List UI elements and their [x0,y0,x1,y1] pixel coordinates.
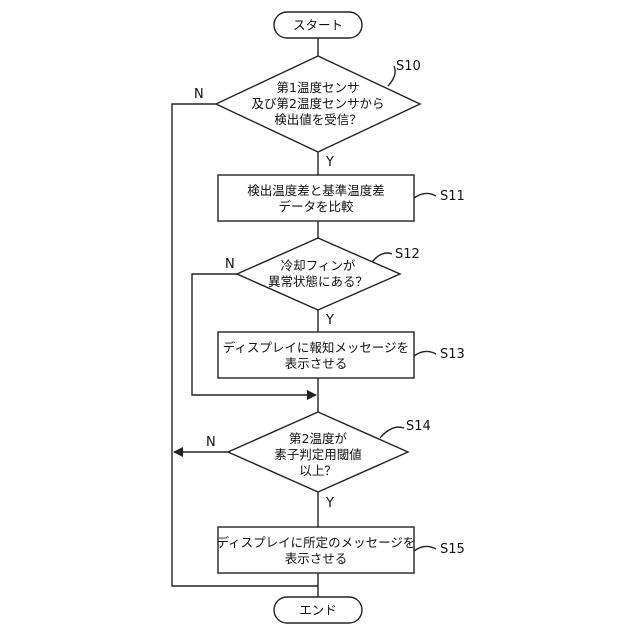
s14-callout [380,427,404,438]
node-s10: 第1温度センサ 及び第2温度センサから 検出値を受信？ S10 [216,56,421,152]
end-label: エンド [299,603,337,618]
s14-line-1: 第2温度が [289,431,347,446]
s12-step-label: S12 [395,247,420,262]
node-s12: 冷却フィンが 異常状態にある？ S12 [237,238,420,310]
s10-callout [388,66,395,86]
s14-no-label: N [206,435,216,450]
s15-line-2: 表示させる [285,551,348,566]
s15-callout [414,546,436,551]
s10-line-3: 検出値を受信？ [274,112,362,127]
s11-line-1: 検出温度差と基準温度差 [247,183,385,198]
s10-line-2: 及び第2温度センサから [252,96,385,111]
s11-line-2: データを比較 [278,199,354,214]
node-s14: 第2温度が 素子判定用閾値 以上？ S14 [228,412,431,492]
node-s13: ディスプレイに報知メッセージを 表示させる S13 [218,332,465,378]
s10-no-label: N [194,87,204,102]
s10-yes-label: Y [325,155,334,170]
s13-line-2: 表示させる [285,356,348,371]
node-end: エンド [274,597,362,623]
s13-line-1: ディスプレイに報知メッセージを [223,340,409,355]
s14-yes-label: Y [325,496,334,511]
node-s15: ディスプレイに所定のメッセージを 表示させる S15 [217,527,465,573]
s13-step-label: S13 [440,347,465,362]
s15-step-label: S15 [440,542,465,557]
s11-step-label: S11 [440,189,465,204]
s12-no-label: N [225,257,235,272]
s14-line-2: 素子判定用閾値 [274,447,362,462]
node-s11: 検出温度差と基準温度差 データを比較 S11 [218,175,465,221]
s12-line-2: 異常状態にある？ [268,274,368,289]
s13-callout [414,351,436,356]
s10-step-label: S10 [396,59,421,74]
s12-line-1: 冷却フィンが [281,258,356,273]
s10-line-1: 第1温度センサ [277,80,360,95]
s14-line-3: 以上？ [299,463,337,478]
s14-step-label: S14 [406,419,431,434]
start-label: スタート [293,18,343,33]
s12-yes-label: Y [325,313,334,328]
s15-line-1: ディスプレイに所定のメッセージを [217,535,416,550]
s11-callout [414,193,436,198]
node-start: スタート [274,12,362,38]
s12-callout [372,253,392,262]
